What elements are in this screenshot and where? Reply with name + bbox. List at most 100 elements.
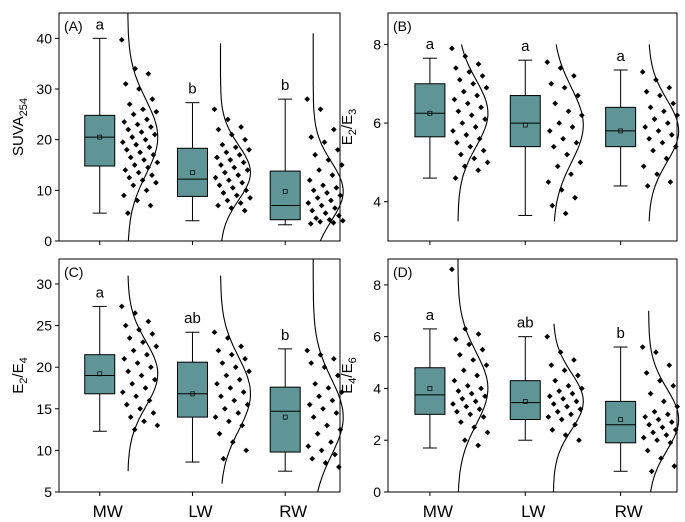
data-point	[308, 134, 314, 140]
category-group-lw: ab	[509, 315, 585, 492]
data-point	[215, 202, 221, 209]
data-point	[240, 159, 247, 166]
data-point	[307, 220, 314, 227]
data-point	[121, 356, 128, 362]
data-point	[552, 100, 559, 107]
data-point	[670, 383, 677, 389]
data-point	[152, 131, 158, 138]
data-point	[640, 434, 647, 441]
data-point	[545, 414, 552, 420]
data-point	[318, 447, 325, 454]
data-point	[479, 346, 486, 353]
data-point	[305, 443, 312, 450]
data-point	[560, 135, 566, 142]
iqr-box	[509, 95, 541, 148]
data-point	[456, 351, 463, 358]
data-point	[141, 418, 147, 425]
data-point	[133, 141, 139, 148]
data-point	[655, 128, 662, 134]
data-point	[224, 116, 231, 123]
x-tick-label: LW	[521, 502, 545, 517]
data-point	[478, 104, 484, 111]
data-point	[651, 116, 658, 122]
data-point	[454, 408, 460, 415]
data-point	[235, 172, 242, 178]
data-point	[246, 146, 252, 153]
data-point	[310, 187, 317, 194]
data-point	[651, 408, 658, 415]
iqr-box	[605, 106, 637, 148]
data-point	[219, 360, 226, 366]
data-point	[215, 347, 222, 354]
mean-marker	[427, 110, 433, 116]
data-point	[305, 200, 312, 206]
iqr-box	[509, 380, 541, 421]
data-point	[643, 88, 650, 95]
data-point	[316, 167, 322, 173]
data-point	[661, 108, 667, 115]
data-point	[336, 212, 342, 219]
mean-marker	[522, 399, 528, 404]
data-point	[224, 197, 231, 204]
data-point	[650, 147, 656, 154]
data-point	[230, 184, 236, 191]
data-point	[220, 455, 227, 462]
data-point	[144, 116, 150, 123]
data-point	[322, 210, 329, 216]
data-point	[483, 362, 490, 368]
data-point	[142, 385, 149, 391]
iqr-box	[269, 386, 301, 453]
data-point	[484, 429, 491, 436]
data-point	[573, 398, 580, 405]
data-point	[232, 364, 239, 371]
significance-letter: b	[188, 81, 196, 98]
data-point	[572, 194, 578, 201]
data-point	[126, 335, 133, 341]
y-tick-label: 2	[373, 432, 381, 448]
data-point	[118, 303, 125, 310]
data-point	[320, 182, 326, 189]
data-point	[571, 73, 577, 79]
data-point	[137, 405, 143, 412]
data-point	[334, 146, 341, 153]
data-point	[246, 368, 252, 375]
data-point	[241, 207, 248, 214]
x-tick-label: RW	[279, 502, 307, 517]
mean-marker	[618, 128, 623, 134]
category-group-lw: a	[509, 38, 585, 222]
data-point	[475, 61, 482, 67]
data-point	[476, 406, 483, 412]
data-point	[122, 81, 129, 87]
data-point	[454, 139, 460, 146]
mean-marker	[190, 391, 195, 397]
data-point	[242, 356, 248, 362]
data-point	[470, 80, 476, 87]
data-point	[138, 372, 145, 379]
data-point	[336, 464, 342, 470]
data-point	[226, 418, 232, 425]
data-point	[316, 393, 322, 400]
data-point	[219, 141, 226, 148]
category-group-rw: b	[269, 33, 346, 242]
iqr-box	[176, 147, 208, 197]
data-point	[569, 390, 576, 397]
data-point	[330, 219, 337, 226]
distribution-curve	[553, 44, 584, 222]
data-point	[228, 351, 235, 358]
data-point	[560, 395, 566, 402]
significance-letter: a	[96, 16, 105, 33]
data-point	[474, 372, 480, 379]
data-point	[561, 84, 568, 91]
data-point	[331, 126, 337, 133]
data-point	[558, 416, 565, 423]
y-tick-label: 25	[36, 318, 52, 334]
data-point	[146, 144, 153, 151]
data-point	[242, 136, 248, 143]
data-point	[468, 390, 475, 397]
data-point	[642, 124, 648, 130]
data-point	[562, 210, 569, 217]
data-point	[666, 362, 673, 368]
data-point	[449, 45, 455, 52]
